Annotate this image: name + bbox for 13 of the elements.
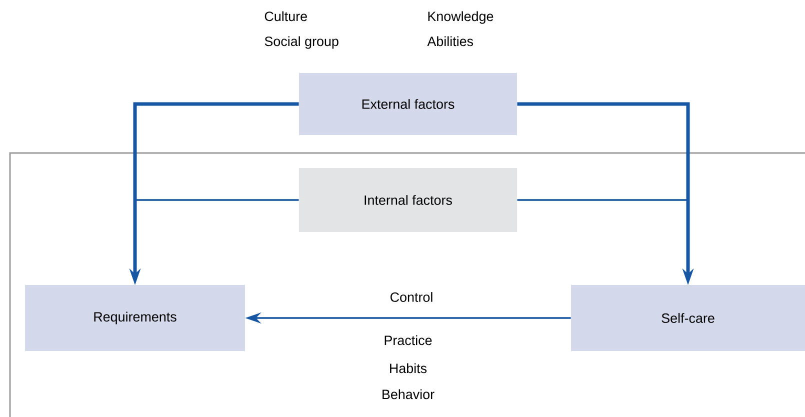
text-label: Behavior xyxy=(382,389,434,400)
edge-label: Control xyxy=(390,292,432,302)
process-box: Self-care xyxy=(571,285,805,351)
text-label: Culture xyxy=(264,11,307,22)
frame-box xyxy=(9,152,805,417)
factor-box: Internal factors xyxy=(299,168,517,232)
process-box: Requirements xyxy=(25,285,245,351)
text-label: Practice xyxy=(384,335,432,346)
text-label: Habits xyxy=(390,363,427,374)
text-label: Social group xyxy=(264,36,338,49)
text-label: Knowledge xyxy=(428,11,494,24)
factor-box: External factors xyxy=(299,73,517,135)
text-label: Abilities xyxy=(427,36,474,46)
